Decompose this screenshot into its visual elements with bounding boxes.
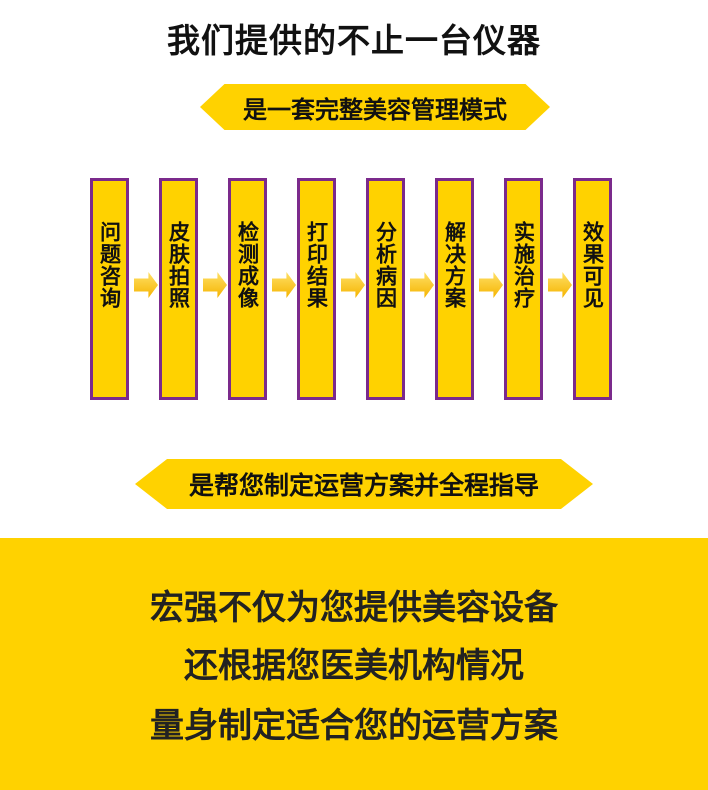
step-box: 问题咨询 — [90, 178, 129, 400]
step-box: 效果可见 — [573, 178, 612, 400]
banner-bottom: 是帮您制定运营方案并全程指导 — [135, 459, 593, 509]
step-label: 皮肤拍照 — [166, 221, 191, 309]
step-label: 打印结果 — [304, 221, 329, 309]
footer-line: 量身制定适合您的运营方案 — [150, 706, 558, 746]
step-box: 皮肤拍照 — [159, 178, 198, 400]
arrow-right-icon — [203, 272, 227, 298]
step-label: 问题咨询 — [97, 221, 122, 309]
step-label: 分析病因 — [373, 221, 398, 309]
banner-top: 是一套完整美容管理模式 — [200, 84, 550, 130]
step-box: 实施治疗 — [504, 178, 543, 400]
step-box: 分析病因 — [366, 178, 405, 400]
footer-line: 宏强不仅为您提供美容设备 — [150, 588, 558, 628]
arrow-right-icon — [479, 272, 503, 298]
step-box: 检测成像 — [228, 178, 267, 400]
arrow-right-icon — [341, 272, 365, 298]
page-title: 我们提供的不止一台仪器 — [167, 21, 541, 60]
step-label: 实施治疗 — [511, 221, 536, 309]
arrow-right-icon — [548, 272, 572, 298]
footer-panel: 宏强不仅为您提供美容设备 还根据您医美机构情况 量身制定适合您的运营方案 — [0, 538, 708, 790]
step-label: 解决方案 — [442, 221, 467, 309]
step-box: 打印结果 — [297, 178, 336, 400]
step-box: 解决方案 — [435, 178, 474, 400]
step-label: 效果可见 — [580, 221, 605, 309]
footer-line: 还根据您医美机构情况 — [184, 646, 524, 686]
banner-top-text: 是一套完整美容管理模式 — [243, 95, 507, 124]
arrow-right-icon — [410, 272, 434, 298]
arrow-right-icon — [272, 272, 296, 298]
banner-bottom-text: 是帮您制定运营方案并全程指导 — [188, 471, 539, 500]
step-label: 检测成像 — [235, 221, 260, 309]
arrow-right-icon — [134, 272, 158, 298]
